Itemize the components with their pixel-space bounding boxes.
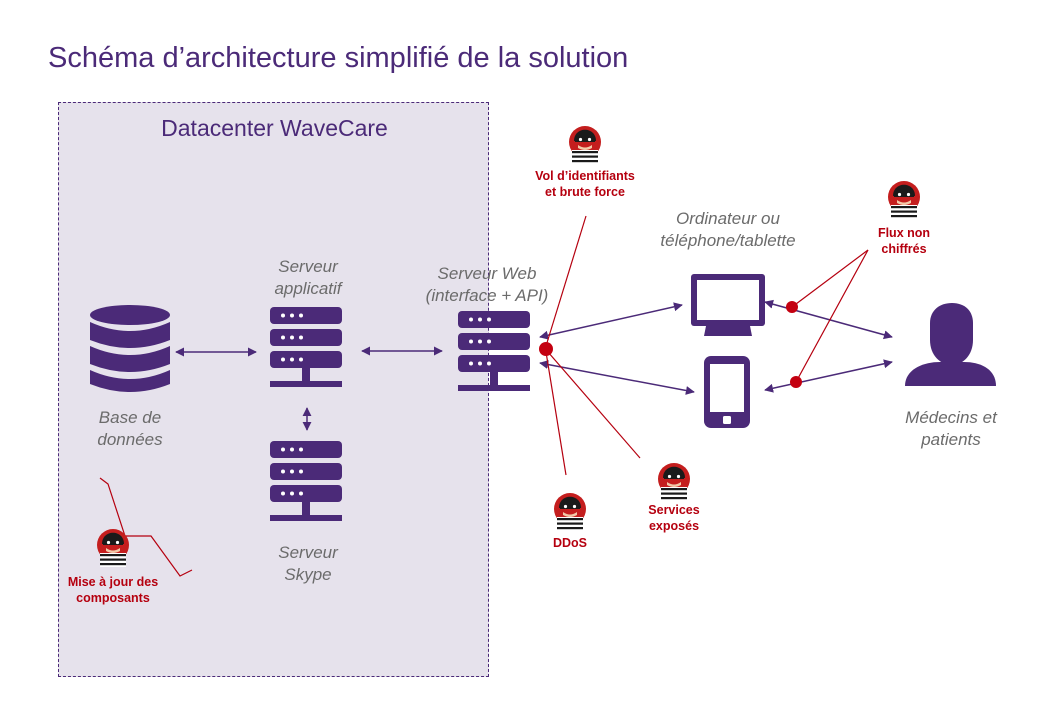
- threat-label-credential-theft: Vol d’identifiants et brute force: [535, 169, 635, 199]
- users-label: Médecins et patients: [905, 408, 997, 449]
- database-icon: [90, 305, 170, 392]
- threat-point-phone-flow: [790, 376, 802, 388]
- hacker-icon: [888, 181, 920, 219]
- database-label: Base de données: [97, 408, 163, 449]
- threat-connectors: [99, 215, 869, 577]
- computer-user-link: [764, 299, 893, 340]
- hacker-icon: [658, 463, 690, 501]
- user-icon: [905, 303, 996, 386]
- smartphone-icon: [704, 356, 750, 428]
- web-server-label: Serveur Web (interface + API): [425, 264, 549, 305]
- hacker-icon: [569, 126, 601, 164]
- threat-label-ddos: DDoS: [552, 536, 588, 550]
- phone-user-link: [764, 359, 893, 393]
- app-server-label: Serveur applicatif: [274, 257, 342, 298]
- app-server-icon: [270, 307, 342, 387]
- threat-label-unencrypted-flows: Flux non chiffrés: [877, 226, 931, 256]
- web-server-icon: [458, 311, 530, 391]
- threat-point-computer-flow: [786, 301, 798, 313]
- skype-server-label: Serveur Skype: [278, 543, 338, 584]
- datacenter-label: Datacenter WaveCare: [161, 115, 388, 141]
- threat-label-component-updates: Mise à jour des composants: [67, 575, 159, 605]
- web-computer-link: [539, 302, 683, 340]
- web-phone-link: [539, 360, 695, 395]
- hacker-icon: [554, 493, 586, 531]
- threat-point-web: [539, 342, 553, 356]
- page-title: Schéma d’architecture simplifié de la so…: [48, 42, 629, 74]
- skype-server-icon: [270, 441, 342, 521]
- hacker-icon: [97, 529, 129, 567]
- monitor-icon: [691, 274, 765, 336]
- threat-label-exposed-services: Services exposés: [648, 503, 700, 533]
- devices-label: Ordinateur ou téléphone/tablette: [660, 209, 796, 250]
